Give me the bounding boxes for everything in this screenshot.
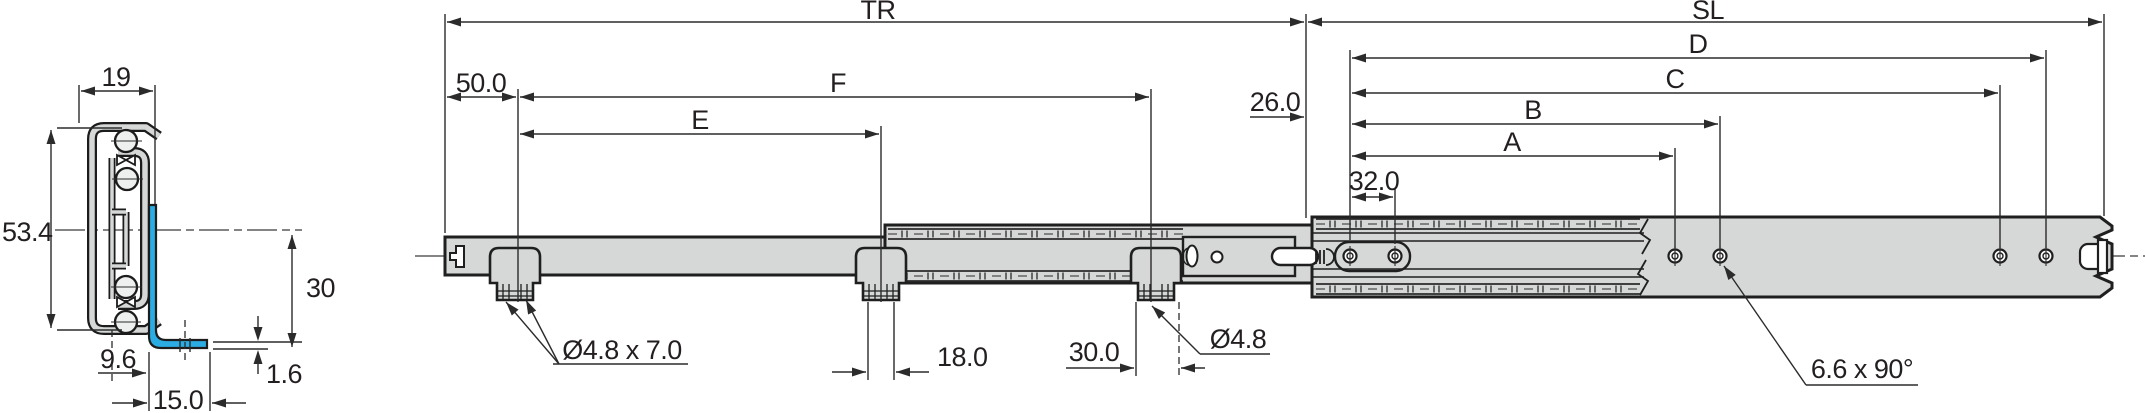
detent-oval-slot <box>1185 244 1199 268</box>
mounting-bracket <box>147 203 209 350</box>
screw-holes <box>1342 246 2054 266</box>
dim-label-tab-prong: Ø4.8 x 7.0 <box>562 335 682 365</box>
dim-label-26: 26.0 <box>1250 87 1301 117</box>
dim-label-a: A <box>1503 127 1521 157</box>
dim-label-18: 18.0 <box>937 342 988 372</box>
inner-rail-ribs <box>1312 218 1652 296</box>
dim-label-b: B <box>1524 95 1542 125</box>
rib-break-line <box>1638 218 1652 255</box>
dim-label-96: 9.6 <box>100 344 136 374</box>
rib-break-line <box>1636 259 1650 296</box>
dimension-labels: TR SL 50.0 F E 26.0 D C B A 32.0 Ø4.8 x … <box>2 0 1914 413</box>
dim-label-32: 32.0 <box>1349 166 1400 196</box>
end-slot-bar <box>2096 238 2109 275</box>
lock-lever-slot <box>1270 246 1320 267</box>
dim-label-d: D <box>1689 29 1708 59</box>
detent-hole <box>1210 250 1224 264</box>
dim-label-prong-dia: Ø4.8 <box>1210 324 1267 354</box>
dim-label-16: 1.6 <box>266 359 302 389</box>
detent-oval-inner <box>1182 247 1190 266</box>
dim-label-countersink: 6.6 x 90° <box>1811 354 1913 384</box>
dim-label-width-19: 19 <box>101 62 130 92</box>
dim-label-150: 15.0 <box>153 385 204 413</box>
dim-label-f: F <box>830 68 846 98</box>
lock-spring-bars <box>1315 250 1325 264</box>
dim-label-30-rear: 30.0 <box>1069 337 1120 367</box>
side-view <box>443 215 2114 302</box>
keyhole-slot <box>449 245 465 268</box>
dim-label-e: E <box>691 105 709 135</box>
retainer-bowties <box>116 153 136 309</box>
dim-label-travel: TR <box>861 0 896 25</box>
dim-label-50: 50.0 <box>456 68 507 98</box>
hole-boss-outline <box>1333 240 1412 273</box>
inner-retainer-hatch <box>1316 218 1640 295</box>
dim-label-c: C <box>1666 64 1685 94</box>
dimension-arrows <box>46 17 2102 408</box>
dim-label-slide-length: SL <box>1692 0 1725 25</box>
dim-label-height-534: 53.4 <box>2 217 53 247</box>
cross-section-view <box>87 122 209 350</box>
dim-label-30-cs: 30 <box>306 273 335 303</box>
